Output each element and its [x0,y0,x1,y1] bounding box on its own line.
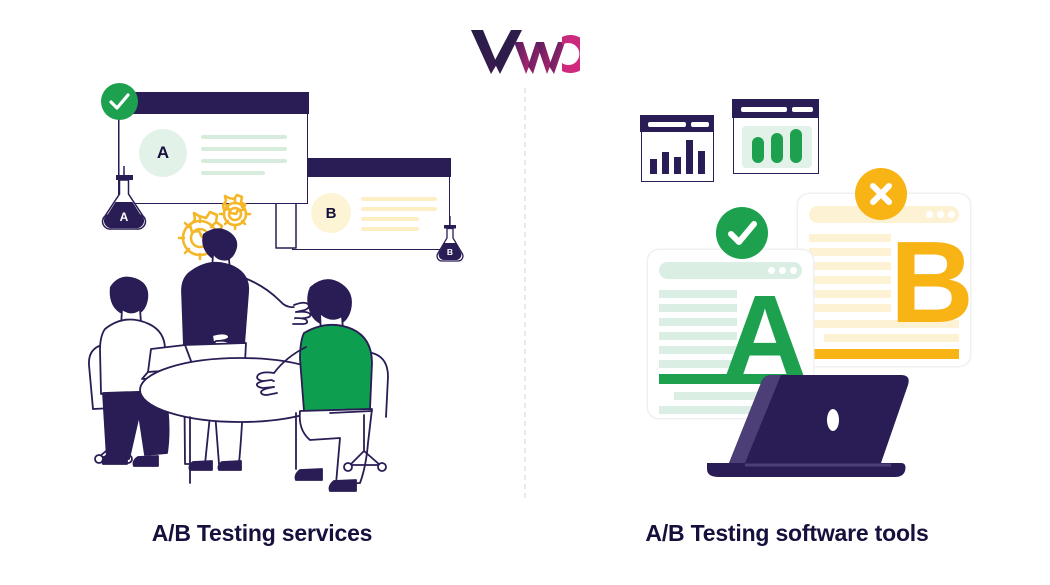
window-dot [948,211,955,218]
check-badge-icon [101,83,138,120]
header-pill [691,122,709,127]
card-a-line [659,346,737,354]
card-b-line [809,234,891,242]
svg-text:B: B [447,247,453,257]
right-illustration: B A [600,99,1020,500]
bar [771,133,783,163]
vertical-divider [524,88,526,500]
header-pill [741,107,787,112]
slide-a-line [201,135,287,139]
card-a-line [659,360,737,368]
card-a-header [659,262,802,279]
caption-left: A/B Testing services [151,520,373,546]
window-dot [926,211,933,218]
card-b-line [809,304,891,312]
card-a-line [659,332,737,340]
bar [662,152,669,174]
card-b-line [809,320,959,328]
card-a-line [659,304,737,312]
window-dot [768,267,775,274]
slide-a-line [201,147,287,151]
check-badge-icon [716,207,768,259]
header-pill [792,107,813,112]
window-dot [937,211,944,218]
window-dot [779,267,786,274]
slide-b-header [291,157,451,177]
window-dot [790,267,797,274]
slide-b-letter: B [311,193,351,233]
card-b-line [809,290,891,298]
flask-a-icon: A [101,166,147,230]
slide-b-line [361,207,437,211]
card-b: B [798,194,974,366]
check-glyph [109,93,130,110]
slide-a-line [201,159,287,163]
card-a-line [674,392,792,400]
slide-a-line [201,171,265,175]
slide-a-letter: A [139,129,187,177]
bar-chart-window [640,115,715,182]
bar [790,129,802,163]
caption-right: A/B Testing software tools [645,520,929,546]
flask-b-icon: B [436,216,464,262]
badge-stem [119,116,121,186]
laptop-icon [707,375,909,477]
card-a-letter: A [723,271,807,401]
slide-a: A [117,91,309,204]
close-badge-icon [855,168,907,220]
bar [650,159,657,174]
bar [698,151,705,174]
card-b-line [809,248,891,256]
svg-text:A: A [120,210,129,224]
close-glyph [870,183,892,205]
vwo-logo [0,22,1050,78]
card-a-line [659,290,737,298]
card-a-line [659,318,737,326]
slide-a-header [117,91,309,114]
bar [686,140,693,174]
green-chart-window [732,99,820,174]
vwo-logo-mark [471,30,580,74]
header-pill [648,122,686,127]
card-a-accent-bar [659,374,802,384]
card-b-accent-bar [809,349,959,359]
card-b-line [809,276,891,284]
slide-b-line [361,197,437,201]
bar [674,157,681,174]
slide-b: B [291,157,451,250]
slide-b-line [361,217,419,221]
card-b-line [809,262,891,270]
meeting-scene [88,228,389,492]
card-b-letter: B [890,217,974,347]
bar [752,137,764,163]
card-a-line [659,406,792,414]
slide-b-line [361,227,419,231]
card-b-line [824,334,959,342]
left-illustration: B B A [60,70,500,500]
check-glyph [728,221,757,245]
